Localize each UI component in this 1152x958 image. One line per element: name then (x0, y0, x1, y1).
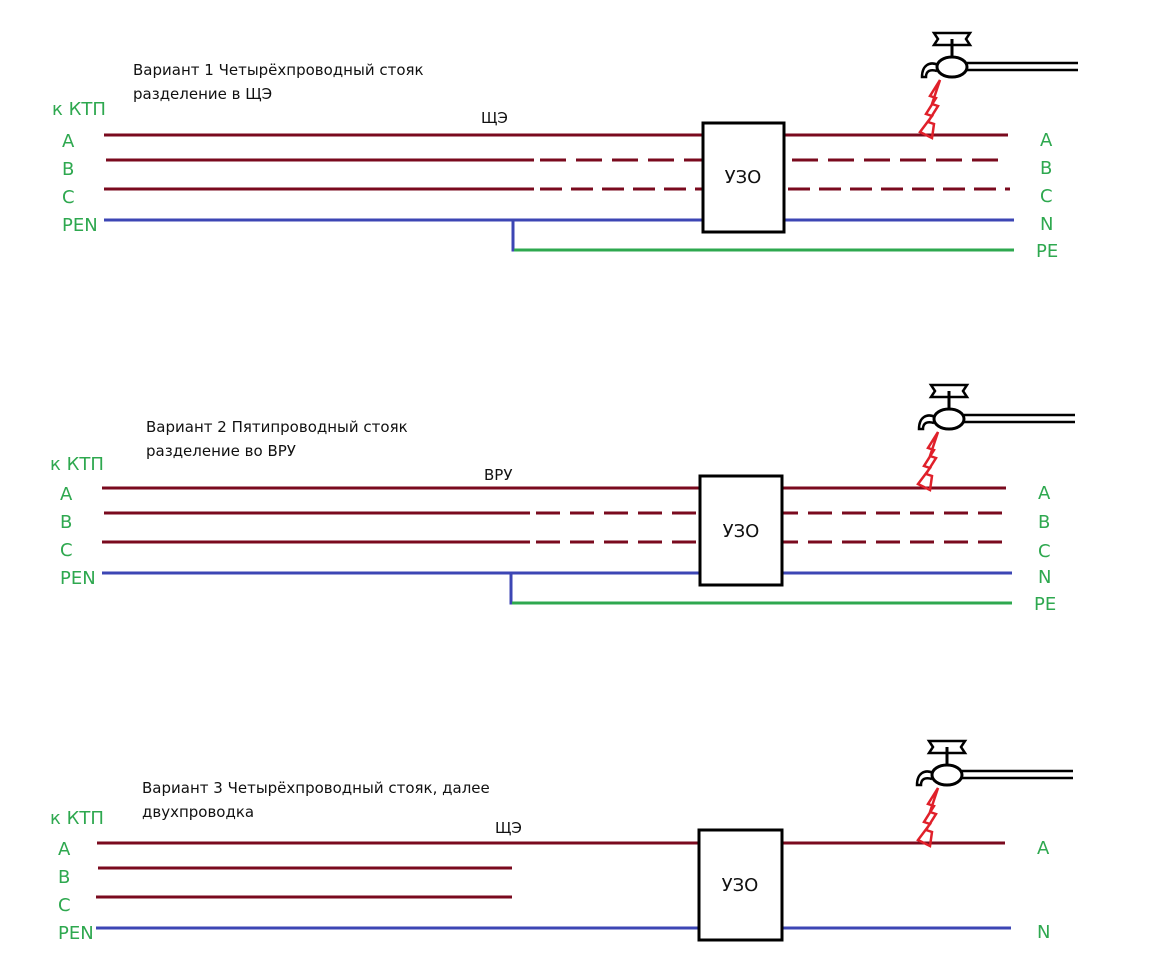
variant-3-rcd-box (697, 828, 784, 942)
variant-1-title-line1: Вариант 1 Четырёхпроводный стояк (133, 61, 424, 79)
variant-3-rcd-label: УЗО (722, 875, 759, 896)
variant-2-left-label-pen: PEN (60, 568, 96, 589)
variant-1-left-label-pen: PEN (62, 215, 98, 236)
variant-1-title-line2: разделение в ЩЭ (133, 85, 272, 103)
variant-1-spark-icon (918, 78, 942, 140)
variant-3-right-label-a: A (1037, 838, 1050, 859)
variant-2: Вариант 2 Пятипроводный стояк разделение… (50, 383, 1077, 615)
variant-3: Вариант 3 Четырёхпроводный стояк, далее … (50, 739, 1075, 944)
variant-3-left-label-a: A (58, 839, 71, 860)
variant-2-right-label-c: C (1038, 541, 1051, 562)
variant-2-source-label: к КТП (50, 454, 104, 475)
variant-1-left-label-b: B (62, 159, 74, 180)
variant-2-right-label-n: N (1038, 567, 1051, 588)
variant-1-right-label-a: A (1040, 130, 1053, 151)
variant-2-faucet-icon (917, 383, 1077, 431)
variant-3-faucet-icon (915, 739, 1075, 787)
variant-1-right-label-c: C (1040, 186, 1053, 207)
variant-1-rcd-label: УЗО (725, 167, 762, 188)
variant-2-node-label: ВРУ (484, 466, 512, 484)
variant-1-node-label: ЩЭ (481, 109, 508, 127)
variant-2-right-label-pe: PE (1034, 594, 1056, 615)
variant-3-spark-icon (916, 786, 940, 848)
variant-1-source-label: к КТП (52, 99, 106, 120)
variant-2-rcd-label: УЗО (723, 521, 760, 542)
variant-3-right-label-n: N (1037, 922, 1050, 943)
variant-3-left-label-c: C (58, 895, 71, 916)
variant-1-left-label-a: A (62, 131, 75, 152)
variant-1-right-label-pe: PE (1036, 241, 1058, 262)
variant-3-title-line2: двухпроводка (142, 803, 254, 821)
variant-2-left-label-c: C (60, 540, 73, 561)
variant-2-title-line1: Вариант 2 Пятипроводный стояк (146, 418, 408, 436)
variant-2-spark-icon (916, 430, 940, 492)
variant-2-left-label-b: B (60, 512, 72, 533)
variant-2-right-label-b: B (1038, 512, 1050, 533)
variant-1-left-label-c: C (62, 187, 75, 208)
variant-3-node-label: ЩЭ (495, 819, 522, 837)
variant-1-right-label-b: B (1040, 158, 1052, 179)
variant-2-title-line2: разделение во ВРУ (146, 442, 296, 460)
variant-1: Вариант 1 Четырёхпроводный стояк разделе… (52, 31, 1080, 262)
variant-3-left-label-b: B (58, 867, 70, 888)
variant-3-left-label-pen: PEN (58, 923, 94, 944)
variant-2-rcd-box (698, 474, 784, 587)
variant-1-right-label-n: N (1040, 214, 1053, 235)
variant-2-right-label-a: A (1038, 483, 1051, 504)
variant-3-title-line1: Вариант 3 Четырёхпроводный стояк, далее (142, 779, 490, 797)
variant-3-source-label: к КТП (50, 808, 104, 829)
variant-2-left-label-a: A (60, 484, 73, 505)
variant-1-rcd-box (701, 121, 786, 234)
variant-1-faucet-icon (920, 31, 1080, 79)
